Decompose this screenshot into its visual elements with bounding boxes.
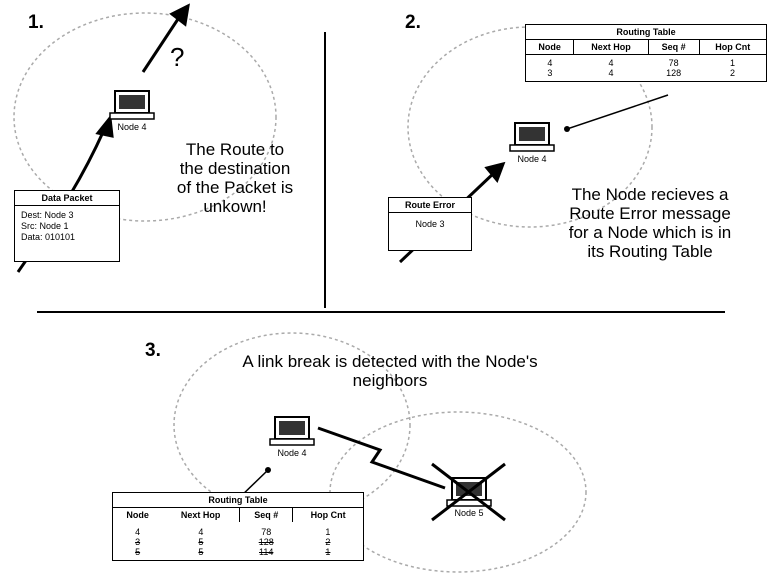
column-header: Hop Cnt — [699, 40, 766, 55]
table-row: 3 4 128 2 — [526, 68, 766, 81]
table-cell: 1 — [325, 527, 331, 537]
routing-table-title: Routing Table — [526, 25, 766, 40]
table-cell: 4 — [198, 527, 204, 537]
table-cell: 78 — [668, 58, 679, 68]
table-row-removed: 5 5 114 1 — [113, 547, 363, 560]
table-cell: 3 — [135, 537, 141, 547]
node-label-p3-node5: Node 5 — [454, 508, 484, 518]
caption-p2: The Node recieves a Route Error message … — [545, 185, 755, 261]
caption-p1-line: unkown! — [203, 197, 267, 216]
table-pointer-dot-p2 — [564, 126, 570, 132]
caption-p1-line: the destination — [179, 159, 291, 178]
routing-table-p2: Routing Table Node Next Hop Seq # Hop Cn… — [525, 24, 767, 82]
table-cell: 1 — [325, 547, 331, 557]
table-row: 4 4 78 1 — [113, 522, 363, 537]
table-cell: 128 — [258, 537, 274, 547]
data-packet-document: Data Packet Dest: Node 3 Src: Node 1 Dat… — [14, 190, 120, 262]
route-error-line: Node 3 — [415, 219, 445, 229]
table-cell: 2 — [325, 537, 331, 547]
caption-p2-line: The Node recieves a — [571, 185, 729, 204]
data-packet-title: Data Packet — [15, 191, 119, 206]
column-header: Hop Cnt — [310, 510, 346, 520]
table-cell: 1 — [730, 58, 736, 68]
node-label-p3-node4: Node 4 — [277, 448, 307, 458]
caption-p3-line: A link break is detected with the Node's — [242, 352, 538, 371]
arrow-out-node-p1 — [141, 3, 190, 73]
column-header: Node — [526, 40, 575, 55]
link-break-line — [317, 426, 446, 490]
table-pointer-p2 — [566, 94, 669, 130]
route-error-title: Route Error — [389, 198, 471, 213]
table-row-removed: 3 5 128 2 — [113, 537, 363, 547]
table-cell: 128 — [666, 68, 682, 78]
route-error-document: Route Error Node 3 — [388, 197, 472, 251]
packet-line: Data: 010101 — [21, 232, 76, 242]
caption-p1-line: The Route to — [185, 140, 285, 159]
column-header: Node — [126, 510, 149, 520]
routing-table-p3: Routing Table Node Next Hop Seq # Hop Cn… — [112, 492, 364, 561]
caption-p1-line: of the Packet is — [176, 178, 294, 197]
node-label-p2: Node 4 — [517, 154, 547, 164]
computer-icon-p1-node4 — [109, 90, 155, 120]
caption-p2-line: Route Error message — [569, 204, 731, 223]
table-cell: 5 — [198, 537, 204, 547]
computer-icon-p2-node4 — [509, 122, 555, 152]
node-label-p1: Node 4 — [117, 122, 147, 132]
table-cell: 5 — [135, 547, 141, 557]
table-pointer-dot-p3 — [265, 467, 271, 473]
table-cell: 4 — [135, 527, 141, 537]
column-header: Seq # — [648, 40, 700, 55]
table-cell: 78 — [261, 527, 272, 537]
range-circle-p1 — [13, 12, 277, 222]
packet-line: Dest: Node 3 — [21, 210, 74, 220]
routing-table-grid: Node Next Hop Seq # Hop Cnt 4 4 78 1 3 5… — [113, 508, 363, 560]
panel-3-number: 3. — [145, 340, 161, 361]
routing-table-grid: Node Next Hop Seq # Hop Cnt 4 4 78 1 3 4… — [526, 40, 766, 81]
table-cell: 2 — [730, 68, 736, 78]
table-cell: 114 — [259, 547, 274, 557]
table-cell: 4 — [547, 58, 553, 68]
caption-p3-line: neighbors — [352, 371, 428, 390]
packet-line: Src: Node 1 — [21, 221, 69, 231]
table-cell: 4 — [608, 68, 614, 78]
table-row: 4 4 78 1 — [526, 55, 766, 69]
column-header: Seq # — [239, 508, 294, 522]
caption-p2-line: for a Node which is in — [568, 223, 732, 242]
computer-icon-p3-node5-failed — [431, 462, 506, 522]
panel-2-number: 2. — [405, 12, 421, 33]
unknown-route-question-mark: ? — [170, 42, 185, 72]
caption-p2-line: its Routing Table — [587, 242, 713, 261]
column-header: Next Hop — [162, 508, 241, 522]
computer-icon-p3-node4 — [269, 416, 315, 446]
column-header: Next Hop — [573, 40, 649, 55]
table-cell: 5 — [198, 547, 204, 557]
panel-1-number: 1. — [28, 12, 44, 33]
range-circle-p3-node4 — [173, 332, 411, 518]
caption-p1: The Route to the destination of the Pack… — [155, 140, 315, 216]
table-cell: 4 — [608, 58, 614, 68]
caption-p3: A link break is detected with the Node's… — [240, 352, 540, 390]
routing-table-title: Routing Table — [113, 493, 363, 508]
table-cell: 3 — [547, 68, 553, 78]
